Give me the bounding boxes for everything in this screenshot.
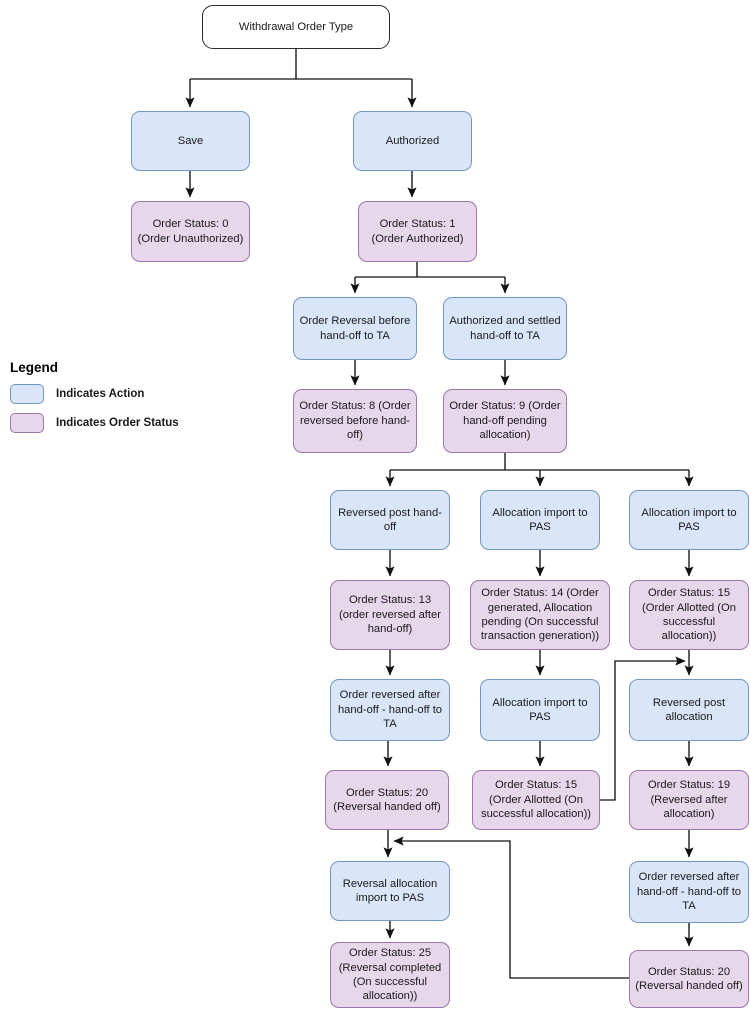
node-st8-label: Order Status: 8 (Order reversed before h… xyxy=(299,400,411,442)
legend-swatch-status xyxy=(10,413,44,433)
node-alloc2[interactable]: Allocation import to PAS xyxy=(629,490,749,550)
node-st19[interactable]: Order Status: 19 (Reversed after allocat… xyxy=(629,770,749,830)
legend-swatch-action xyxy=(10,384,44,404)
node-alloc3[interactable]: Allocation import to PAS xyxy=(480,679,600,741)
node-rev_ta2[interactable]: Order reversed after hand-off - hand-off… xyxy=(629,861,749,923)
node-st20b[interactable]: Order Status: 20 (Reversal handed off) xyxy=(629,950,749,1008)
node-auth[interactable]: Authorized xyxy=(353,111,472,171)
legend: Legend Indicates Action Indicates Order … xyxy=(10,360,179,442)
node-rev_ta2-label: Order reversed after hand-off - hand-off… xyxy=(636,871,742,913)
node-st20b-label: Order Status: 20 (Reversal handed off) xyxy=(635,965,743,992)
node-rev_post-label: Reversed post hand-off xyxy=(338,506,442,533)
node-rev_alloc-label: Reversed post allocation xyxy=(652,696,726,723)
legend-title: Legend xyxy=(10,360,59,375)
node-st25-label: Order Status: 25 (Reversal completed (On… xyxy=(338,947,442,1003)
node-st25[interactable]: Order Status: 25 (Reversal completed (On… xyxy=(330,942,450,1008)
node-st0[interactable]: Order Status: 0 (Order Unauthorized) xyxy=(131,201,250,262)
node-st19-label: Order Status: 19 (Reversed after allocat… xyxy=(647,779,731,821)
node-st15b[interactable]: Order Status: 15 (Order Allotted (On suc… xyxy=(472,770,600,830)
node-alloc3-label: Allocation import to PAS xyxy=(492,696,588,723)
node-st0-label: Order Status: 0 (Order Unauthorized) xyxy=(137,218,244,245)
node-rev_imp-label: Reversal allocation import to PAS xyxy=(342,877,438,904)
node-auth_set-label: Authorized and settled hand-off to TA xyxy=(449,315,561,342)
node-alloc1-label: Allocation import to PAS xyxy=(492,506,588,533)
node-st15a[interactable]: Order Status: 15 (Order Allotted (On suc… xyxy=(629,580,749,650)
node-auth-label: Authorized xyxy=(385,134,440,147)
node-save[interactable]: Save xyxy=(131,111,250,171)
node-rev_post[interactable]: Reversed post hand-off xyxy=(330,490,450,550)
node-alloc1[interactable]: Allocation import to PAS xyxy=(480,490,600,550)
node-st1[interactable]: Order Status: 1 (Order Authorized) xyxy=(358,201,477,262)
node-st20a[interactable]: Order Status: 20 (Reversal handed off) xyxy=(325,770,449,830)
legend-label-action: Indicates Action xyxy=(56,388,145,400)
node-rev_ta1-label: Order reversed after hand-off - hand-off… xyxy=(337,689,443,731)
node-rev_pre-label: Order Reversal before hand-off to TA xyxy=(299,315,411,342)
node-st13-label: Order Status: 13 (order reversed after h… xyxy=(339,594,441,636)
node-st13[interactable]: Order Status: 13 (order reversed after h… xyxy=(330,580,450,650)
legend-item-status: Indicates Order Status xyxy=(10,413,179,433)
node-st1-label: Order Status: 1 (Order Authorized) xyxy=(371,218,464,245)
node-st15b-label: Order Status: 15 (Order Allotted (On suc… xyxy=(480,779,592,821)
node-rev_imp[interactable]: Reversal allocation import to PAS xyxy=(330,861,450,921)
node-st8[interactable]: Order Status: 8 (Order reversed before h… xyxy=(293,389,417,453)
node-auth_set[interactable]: Authorized and settled hand-off to TA xyxy=(443,297,567,360)
node-save-label: Save xyxy=(177,134,204,147)
legend-label-status: Indicates Order Status xyxy=(56,417,179,429)
node-rev_ta1[interactable]: Order reversed after hand-off - hand-off… xyxy=(330,679,450,741)
node-st14[interactable]: Order Status: 14 (Order generated, Alloc… xyxy=(470,580,610,650)
legend-item-action: Indicates Action xyxy=(10,384,179,404)
node-root[interactable]: Withdrawal Order Type xyxy=(202,5,390,49)
node-st9-label: Order Status: 9 (Order hand-off pending … xyxy=(449,400,561,442)
node-rev_alloc[interactable]: Reversed post allocation xyxy=(629,679,749,741)
node-st9[interactable]: Order Status: 9 (Order hand-off pending … xyxy=(443,389,567,453)
node-root-label: Withdrawal Order Type xyxy=(238,20,354,33)
node-rev_pre[interactable]: Order Reversal before hand-off to TA xyxy=(293,297,417,360)
node-st20a-label: Order Status: 20 (Reversal handed off) xyxy=(333,786,441,813)
node-st14-label: Order Status: 14 (Order generated, Alloc… xyxy=(480,587,600,643)
node-alloc2-label: Allocation import to PAS xyxy=(641,506,737,533)
node-st15a-label: Order Status: 15 (Order Allotted (On suc… xyxy=(642,587,736,643)
